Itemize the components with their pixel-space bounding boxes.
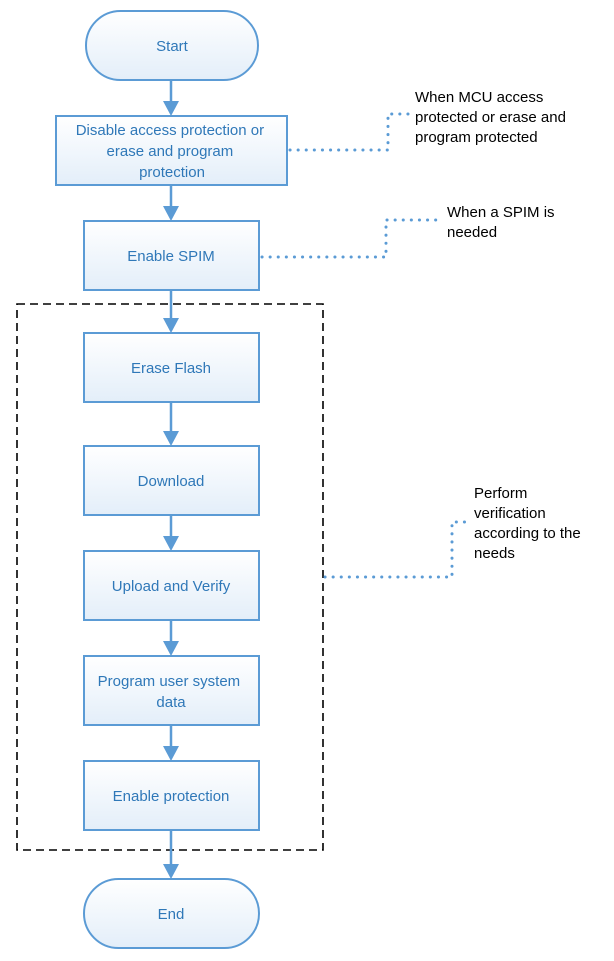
start-label: Start [156, 38, 189, 55]
erase-flash-line: Erase Flash [131, 360, 211, 377]
program-user-data-box [83, 655, 260, 726]
program-user-data-line-1: Program user system [98, 673, 241, 690]
download-line: Download [138, 473, 205, 490]
end-terminator [83, 878, 260, 949]
end-label: End [158, 906, 185, 923]
arrowhead [163, 101, 179, 116]
note-verification-line-3: according to the [474, 525, 581, 542]
disable-protection-box [55, 115, 288, 186]
start-terminator [85, 10, 259, 81]
note-verification-line-2: verification [474, 505, 546, 522]
disable-protection-label: Disable access protection or erase and p… [76, 122, 269, 181]
note-mcu-line-1: When MCU access [415, 89, 543, 106]
program-user-data-line-2: data [156, 694, 186, 711]
arrowhead [163, 536, 179, 551]
annotation-connectors [260, 112, 472, 579]
upload-verify-line: Upload and Verify [112, 578, 231, 595]
download-box [83, 445, 260, 516]
note-spim-needed: When a SPIM is needed [447, 204, 559, 241]
flow-arrowheads [163, 101, 179, 879]
note-mcu-line-3: program protected [415, 129, 538, 146]
enable-spim-label: Enable SPIM [127, 248, 215, 265]
note-connector-mcu [288, 112, 414, 152]
disable-protection-line-3: protection [139, 164, 205, 181]
download-label: Download [138, 473, 205, 490]
arrowhead [163, 864, 179, 879]
disable-protection-line-1: Disable access protection or [76, 122, 264, 139]
enable-protection-box [83, 760, 260, 831]
arrowhead [163, 431, 179, 446]
enable-protection-line: Enable protection [113, 788, 230, 805]
enable-spim-line: Enable SPIM [127, 248, 215, 265]
note-verification-line-1: Perform [474, 485, 527, 502]
note-spim-line-1: When a SPIM is [447, 204, 555, 221]
program-user-data-label: Program user system data [98, 673, 245, 711]
start-label-line: Start [156, 38, 189, 55]
arrowhead [163, 318, 179, 333]
disable-protection-line-2: erase and program [107, 143, 234, 160]
upload-verify-label: Upload and Verify [112, 578, 231, 595]
note-mcu-line-2: protected or erase and [415, 109, 566, 126]
end-label-line: End [158, 906, 185, 923]
note-verification: Perform verification according to the ne… [474, 485, 585, 562]
enable-spim-box [83, 220, 260, 291]
arrowhead [163, 641, 179, 656]
note-connector-verification [323, 520, 472, 579]
arrowhead [163, 746, 179, 761]
upload-verify-box [83, 550, 260, 621]
note-verification-line-4: needs [474, 545, 515, 562]
enable-protection-label: Enable protection [113, 788, 230, 805]
note-spim-line-2: needed [447, 224, 497, 241]
erase-flash-box [83, 332, 260, 403]
note-connector-spim [260, 218, 442, 259]
note-mcu-protected: When MCU access protected or erase and p… [415, 89, 570, 146]
arrowhead [163, 206, 179, 221]
erase-flash-label: Erase Flash [131, 360, 211, 377]
